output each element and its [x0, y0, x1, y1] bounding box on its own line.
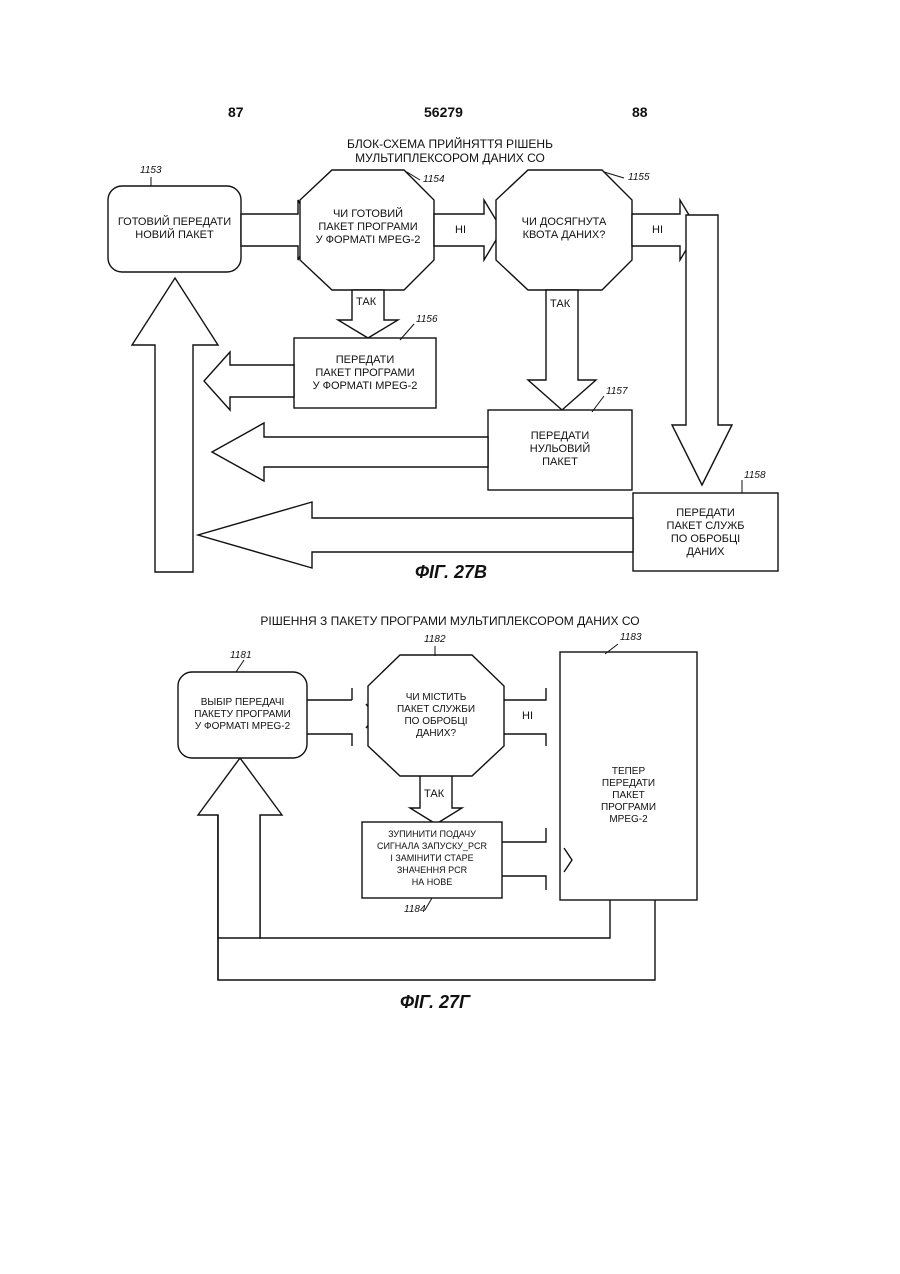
yes-label-1154: ТАК	[356, 296, 376, 308]
ref-1184: 1184	[404, 904, 426, 915]
decision-1182-line3: ПО ОБРОБЦІ	[374, 716, 498, 728]
decision-1154-line3: У ФОРМАТІ MPEG-2	[306, 234, 430, 247]
decision-1154-label: ЧИ ГОТОВИЙ ПАКЕТ ПРОГРАМИ У ФОРМАТІ MPEG…	[306, 208, 430, 247]
patent-number: 56279	[424, 104, 463, 120]
decision-1155-line2: КВОТА ДАНИХ?	[502, 229, 626, 242]
box-1158-line1: ПЕРЕДАТИ	[633, 507, 778, 520]
fig27b-title-line2: МУЛЬТИПЛЕКСОРОМ ДАНИХ СО	[300, 151, 600, 165]
box-1181-line2: ПАКЕТУ ПРОГРАМИ	[178, 709, 307, 721]
box-1184-line5: НА НОВЕ	[362, 876, 502, 888]
box-1184-label: ЗУПИНИТИ ПОДАЧУ СИГНАЛА ЗАПУСКУ_PCR І ЗА…	[362, 828, 502, 888]
arrow-out-1157	[212, 423, 488, 481]
page-number-left: 87	[228, 104, 244, 120]
no-label-1154: НІ	[455, 224, 466, 236]
decision-1182-line2: ПАКЕТ СЛУЖБИ	[374, 704, 498, 716]
yes-label-1155: ТАК	[550, 298, 570, 310]
box-1183-line3: ПАКЕТ	[560, 790, 697, 802]
box-1156-line1: ПЕРЕДАТИ	[294, 354, 436, 367]
decision-1155-line1: ЧИ ДОСЯГНУТА	[502, 216, 626, 229]
arrow-yes-1182-to-1184	[410, 776, 462, 824]
box-1181-line1: ВЫБІР ПЕРЕДАЧІ	[178, 697, 307, 709]
decision-1182-line4: ДАНИХ?	[374, 728, 498, 740]
arrow-out-1158	[198, 502, 633, 568]
decision-1182-line1: ЧИ МІСТИТЬ	[374, 692, 498, 704]
fig27b-caption: ФІГ. 27В	[415, 562, 487, 583]
ref-1182: 1182	[424, 634, 446, 645]
box-1183-line4: ПРОГРАМИ	[560, 802, 697, 814]
box-1157-label: ПЕРЕДАТИ НУЛЬОВИЙ ПАКЕТ	[488, 430, 632, 469]
fig27g-caption: ФІГ. 27Г	[400, 992, 470, 1013]
box-1183-line2: ПЕРЕДАТИ	[560, 778, 697, 790]
ref-1183: 1183	[620, 632, 642, 643]
box-1153-line2: НОВИЙ ПАКЕТ	[108, 229, 241, 242]
page-number-right: 88	[632, 104, 648, 120]
fig27b-title-line1: БЛОК-СХЕМА ПРИЙНЯТТЯ РІШЕНЬ	[300, 137, 600, 151]
ref-1158: 1158	[744, 470, 766, 481]
box-1153-line1: ГОТОВИЙ ПЕРЕДАТИ	[108, 216, 241, 229]
feedback-arrow-up-1181	[198, 758, 282, 938]
box-1157-line3: ПАКЕТ	[488, 456, 632, 469]
box-1181-line3: У ФОРМАТІ MPEG-2	[178, 721, 307, 733]
box-1153-label: ГОТОВИЙ ПЕРЕДАТИ НОВИЙ ПАКЕТ	[108, 216, 241, 242]
fig27b-title: БЛОК-СХЕМА ПРИЙНЯТТЯ РІШЕНЬ МУЛЬТИПЛЕКСО…	[300, 137, 600, 165]
box-1183-label: ТЕПЕР ПЕРЕДАТИ ПАКЕТ ПРОГРАМИ MPEG-2	[560, 766, 697, 826]
box-1184-line4: ЗНАЧЕННЯ PCR	[362, 864, 502, 876]
box-1156-line2: ПАКЕТ ПРОГРАМИ	[294, 367, 436, 380]
box-1156-line3: У ФОРМАТІ MPEG-2	[294, 380, 436, 393]
box-1183-line5: MPEG-2	[560, 814, 697, 826]
arrow-out-1156	[204, 352, 294, 410]
ref-1181: 1181	[230, 650, 252, 661]
decision-1154-line2: ПАКЕТ ПРОГРАМИ	[306, 221, 430, 234]
box-1157-line2: НУЛЬОВИЙ	[488, 443, 632, 456]
box-1183-line1: ТЕПЕР	[560, 766, 697, 778]
box-1184-line3: І ЗАМІНИТИ СТАРЕ	[362, 852, 502, 864]
no-label-1155: НІ	[652, 224, 663, 236]
decision-1154-line1: ЧИ ГОТОВИЙ	[306, 208, 430, 221]
box-1156-label: ПЕРЕДАТИ ПАКЕТ ПРОГРАМИ У ФОРМАТІ MPEG-2	[294, 354, 436, 393]
arrow-1181-to-1182	[307, 688, 376, 746]
box-1158-line2: ПАКЕТ СЛУЖБ	[633, 520, 778, 533]
ref-1155: 1155	[628, 172, 650, 183]
ref-1157: 1157	[606, 386, 628, 397]
no-label-1182: НІ	[522, 710, 533, 722]
decision-1155-label: ЧИ ДОСЯГНУТА КВОТА ДАНИХ?	[502, 216, 626, 242]
box-1181-label: ВЫБІР ПЕРЕДАЧІ ПАКЕТУ ПРОГРАМИ У ФОРМАТІ…	[178, 697, 307, 733]
decision-1182-label: ЧИ МІСТИТЬ ПАКЕТ СЛУЖБИ ПО ОБРОБЦІ ДАНИХ…	[374, 692, 498, 740]
ref-1154: 1154	[423, 174, 445, 185]
arrow-no-1154-to-1155	[434, 200, 502, 260]
box-1158-line3: ПО ОБРОБЦІ	[633, 533, 778, 546]
box-1184-line1: ЗУПИНИТИ ПОДАЧУ	[362, 828, 502, 840]
box-1158-label: ПЕРЕДАТИ ПАКЕТ СЛУЖБ ПО ОБРОБЦІ ДАНИХ	[633, 507, 778, 559]
yes-label-1182: ТАК	[424, 788, 444, 800]
box-1158-line4: ДАНИХ	[633, 546, 778, 559]
ref-1156: 1156	[416, 314, 438, 325]
box-1184-line2: СИГНАЛА ЗАПУСКУ_PCR	[362, 840, 502, 852]
fig27g-title: РІШЕННЯ З ПАКЕТУ ПРОГРАМИ МУЛЬТИПЛЕКСОРО…	[200, 614, 700, 628]
ref-1153: 1153	[140, 165, 162, 176]
feedback-arrow-up	[132, 278, 218, 572]
box-1157-line1: ПЕРЕДАТИ	[488, 430, 632, 443]
